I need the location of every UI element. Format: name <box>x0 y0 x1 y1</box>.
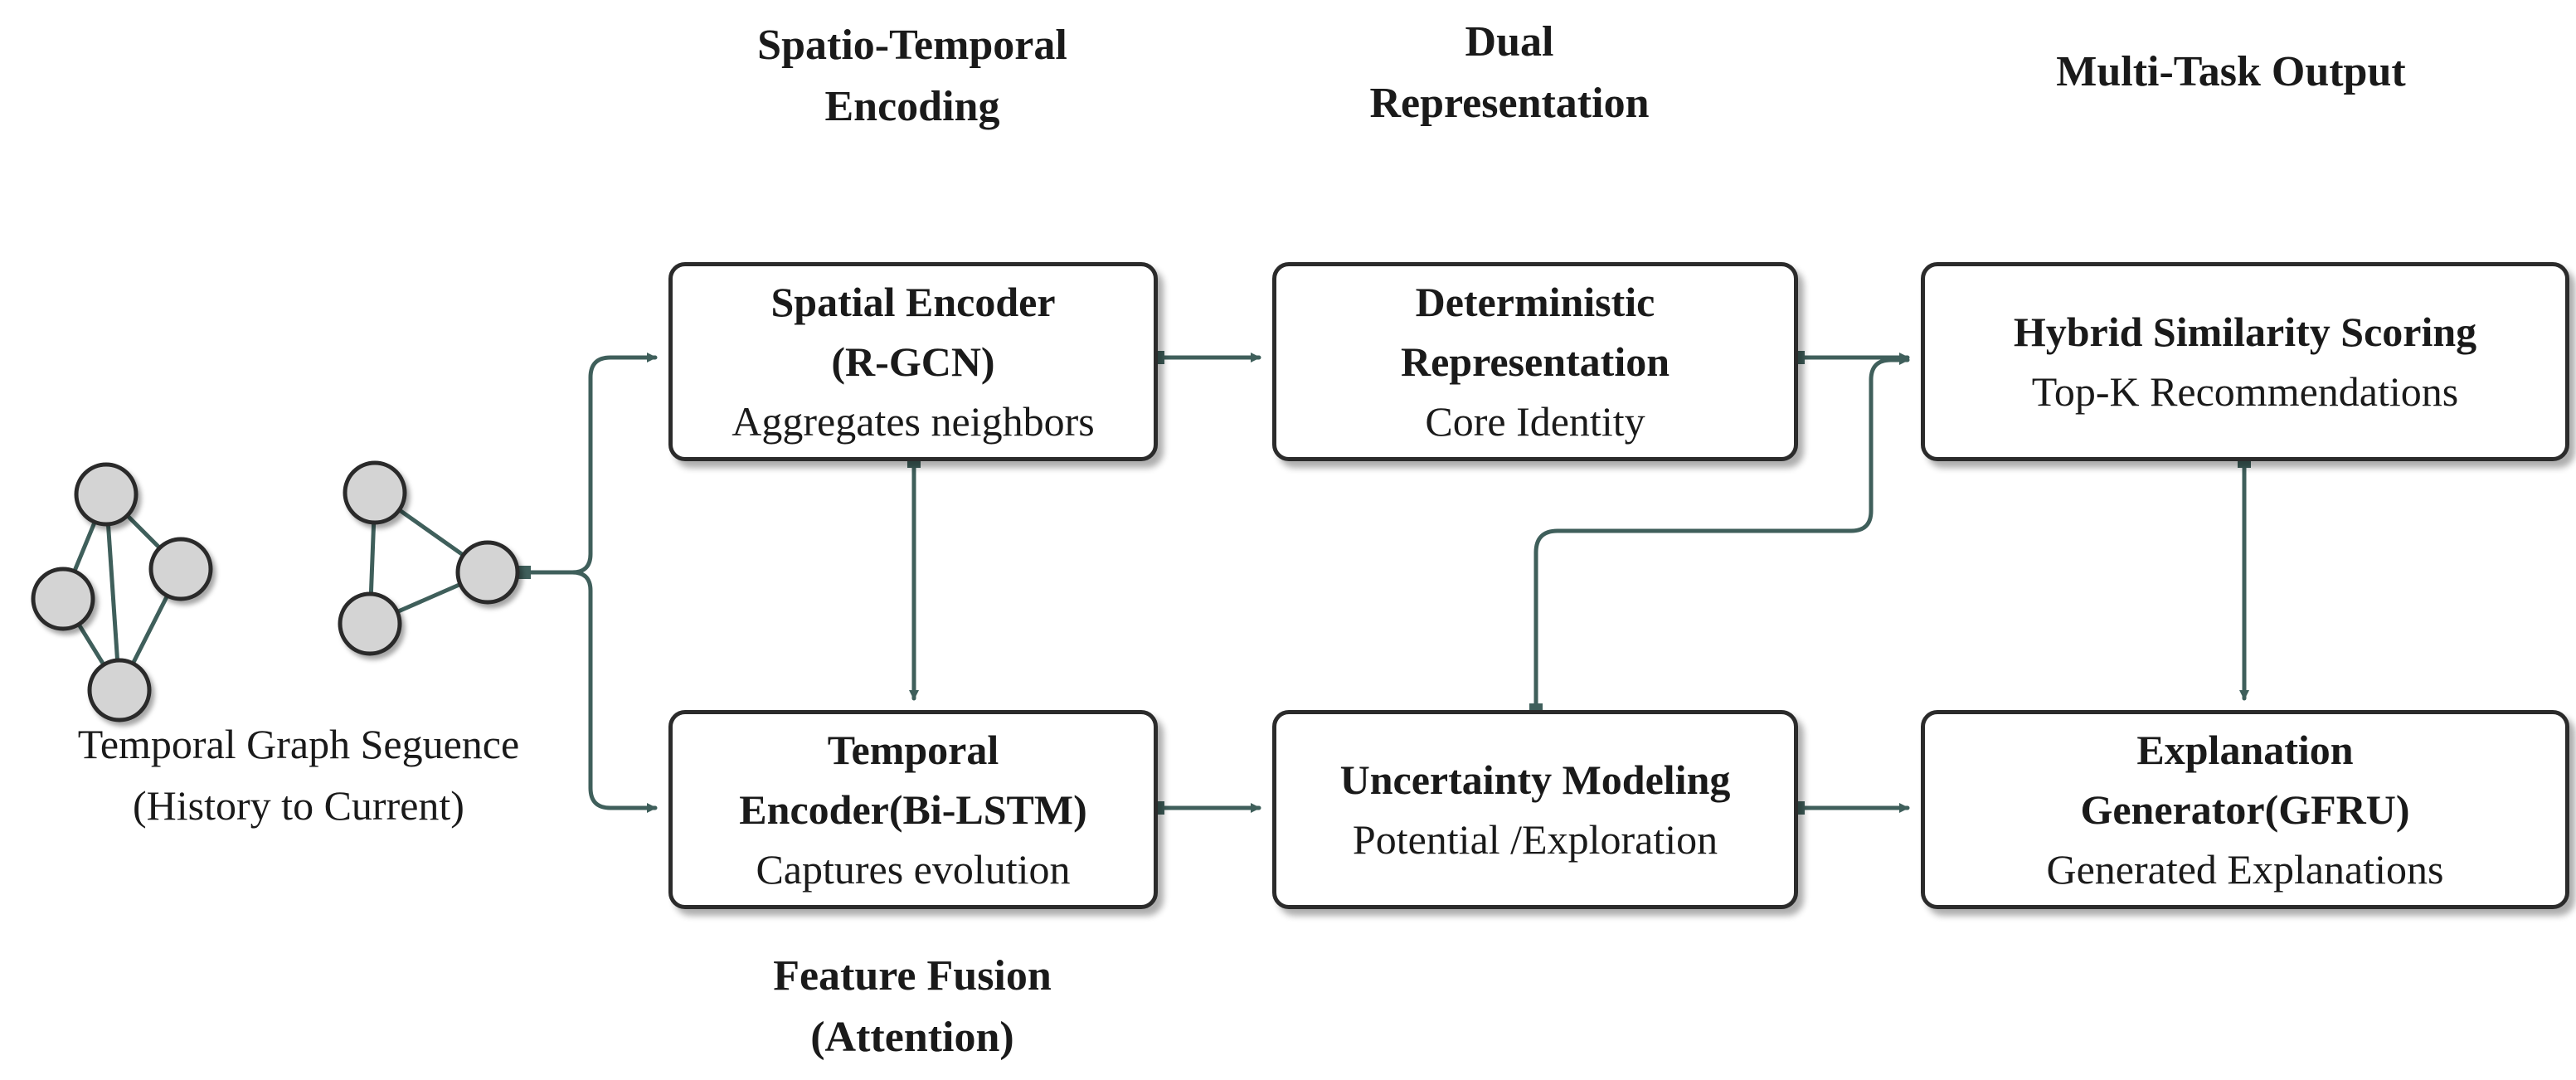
input-graph-caption: Temporal Graph Seguence (History to Curr… <box>8 713 589 836</box>
explanation-generator-box: Explanation Generator(GFRU) Generated Ex… <box>1921 710 2569 909</box>
box-description: Aggregates neighbors <box>731 398 1095 445</box>
stage-title-line: Feature Fusion <box>773 952 1052 1000</box>
box-title-line: Representation <box>1400 338 1670 385</box>
stage-title-line: Dual <box>1465 18 1554 66</box>
input-graph-current <box>338 460 520 656</box>
port-graph-out <box>518 566 531 579</box>
spatial-encoder-box: Spatial Encoder (R-GCN) Aggregates neigh… <box>668 262 1158 461</box>
box-title-line: Deterministic <box>1415 279 1655 325</box>
box-title-line: Spatial Encoder <box>770 279 1056 325</box>
split-to-spatial-arrow <box>522 353 658 575</box>
stage-title-dual: Dual Representation <box>1261 12 1758 134</box>
box-title-line: Uncertainty Modeling <box>1339 756 1731 803</box>
graph-node <box>148 537 213 601</box>
stage-title-feature-fusion: Feature Fusion (Attention) <box>663 946 1161 1068</box>
temporal-encoder-box: Temporal Encoder(Bi-LSTM) Captures evolu… <box>668 710 1158 909</box>
stage-title-line: Spatio-Temporal <box>757 22 1067 69</box>
stage-title-line: (Attention) <box>810 1014 1014 1061</box>
graph-node <box>338 591 402 656</box>
deterministic-representation-box: Deterministic Representation Core Identi… <box>1272 262 1798 461</box>
box-title-line: Hybrid Similarity Scoring <box>2013 309 2477 355</box>
stage-title-line: Encoding <box>824 83 1000 130</box>
stage-title-line: Multi-Task Output <box>2056 48 2406 95</box>
caption-line: (History to Current) <box>133 782 464 829</box>
graph-node <box>87 658 152 722</box>
box-title-line: Encoder(Bi-LSTM) <box>739 786 1087 833</box>
box-description: Core Identity <box>1425 398 1645 445</box>
stage-title-line: Representation <box>1369 80 1650 127</box>
stage-title-multi-task: Multi-Task Output <box>1974 41 2488 103</box>
stage-title-spatio-temporal: Spatio-Temporal Encoding <box>663 15 1161 138</box>
graph-node <box>74 462 139 527</box>
uncertainty-to-hybrid-arrow <box>1533 355 1910 713</box>
input-graph-history <box>31 462 213 722</box>
box-description: Top-K Recommendations <box>2031 368 2459 415</box>
graph-node <box>31 567 95 631</box>
box-title-line: Generator(GFRU) <box>2080 786 2410 833</box>
box-title-line: Temporal <box>827 727 999 773</box>
graph-node <box>343 460 407 525</box>
hybrid-similarity-scoring-box: Hybrid Similarity Scoring Top-K Recommen… <box>1921 262 2569 461</box>
box-description: Potential /Exploration <box>1352 816 1718 863</box>
box-description: Generated Explanations <box>2046 846 2444 893</box>
box-description: Captures evolution <box>756 846 1071 893</box>
uncertainty-modeling-box: Uncertainty Modeling Potential /Explorat… <box>1272 710 1798 909</box>
split-to-temporal-arrow <box>570 570 658 813</box>
caption-line: Temporal Graph Seguence <box>77 721 520 767</box>
box-title-line: Explanation <box>2136 727 2354 773</box>
box-title-line: (R-GCN) <box>831 338 995 385</box>
graph-node <box>455 540 520 605</box>
